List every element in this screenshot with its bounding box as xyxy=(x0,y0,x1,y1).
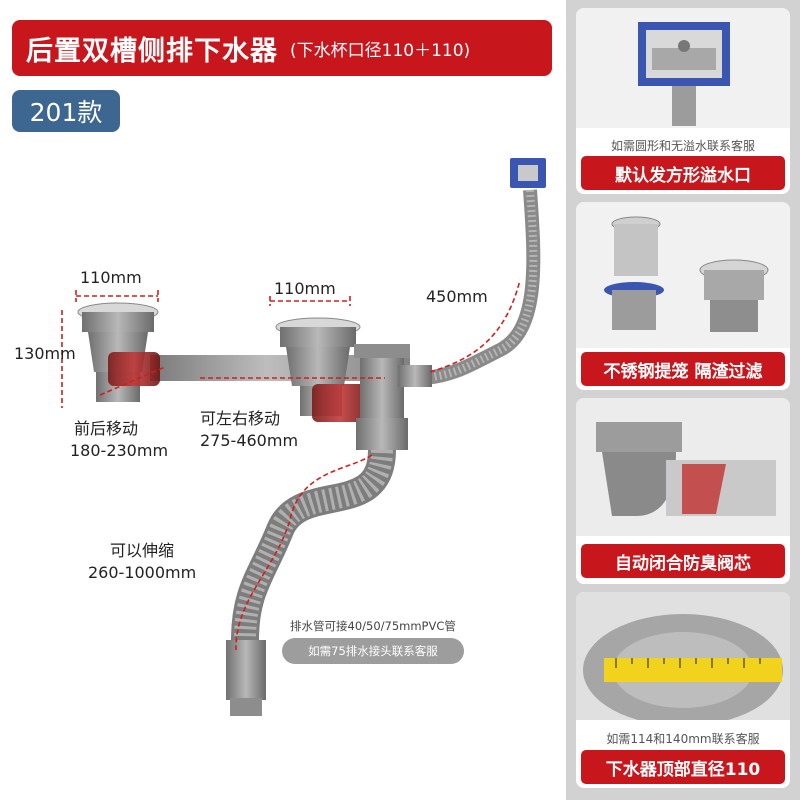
front-back-range: 180-230mm xyxy=(70,441,169,460)
pipe-service-note: 如需75排水接头联系客服 xyxy=(282,638,464,664)
measuring-tape-icon xyxy=(576,592,790,720)
extend-range: 260-1000mm xyxy=(88,563,197,582)
panel-valve-label: 自动闭合防臭阀芯 xyxy=(581,544,785,578)
anti-odor-valve-icon xyxy=(576,398,790,536)
left-strainer-cup xyxy=(77,302,160,402)
dimension-guides xyxy=(61,279,521,651)
product-title: 后置双槽侧排下水器 xyxy=(26,35,278,67)
drain-assembly-diagram xyxy=(61,158,546,716)
pipe-compat-note: 排水管可接40/50/75mmPVC管 xyxy=(290,619,456,633)
extend-adjust: 可以伸缩 260-1000mm xyxy=(88,540,196,584)
tee-connector xyxy=(354,344,432,450)
extend-label: 可以伸缩 xyxy=(110,541,175,560)
front-back-label: 前后移动 xyxy=(74,419,139,438)
left-right-label: 可左右移动 xyxy=(200,409,281,428)
panel-overflow-note: 如需圆形和无溢水联系客服 xyxy=(610,139,755,153)
panel-diameter-note: 如需114和140mm联系客服 xyxy=(606,732,760,746)
feature-panel-valve: 自动闭合防臭阀芯 xyxy=(576,398,790,584)
feature-panel-overflow: 如需圆形和无溢水联系客服 默认发方形溢水口 xyxy=(576,8,790,194)
dim-middle-cup-width: 110mm xyxy=(274,279,336,298)
middle-strainer-cup xyxy=(275,317,368,422)
front-back-adjust: 前后移动 180-230mm xyxy=(70,418,168,462)
overflow-hose xyxy=(424,158,546,385)
feature-panel-diameter: 如需114和140mm联系客服 下水器顶部直径110 xyxy=(576,592,790,788)
feature-panel-strainer: 不锈钢提笼 隔渣过滤 xyxy=(576,202,790,390)
left-right-range: 275-460mm xyxy=(200,431,299,450)
strainer-basket-icon xyxy=(576,202,790,348)
dim-left-cup-height: 130mm xyxy=(14,344,76,363)
model-badge: 201款 xyxy=(12,90,120,132)
flexible-drain-pipe xyxy=(226,449,396,716)
panel-diameter-label: 下水器顶部直径110 xyxy=(581,750,785,784)
feature-sidebar: 如需圆形和无溢水联系客服 默认发方形溢水口 不锈钢提笼 隔渣过滤 自动闭合防臭阀… xyxy=(566,0,800,800)
product-subtitle: (下水杯口径110＋110) xyxy=(290,40,471,61)
panel-overflow-label: 默认发方形溢水口 xyxy=(581,156,785,190)
dim-overflow-hose-length: 450mm xyxy=(426,287,488,306)
dim-left-cup-width: 110mm xyxy=(80,268,142,287)
square-overflow-icon xyxy=(576,8,790,128)
left-right-adjust: 可左右移动 275-460mm xyxy=(200,408,298,452)
panel-strainer-label: 不锈钢提笼 隔渣过滤 xyxy=(581,352,785,386)
title-banner: 后置双槽侧排下水器 (下水杯口径110＋110) xyxy=(12,20,552,76)
